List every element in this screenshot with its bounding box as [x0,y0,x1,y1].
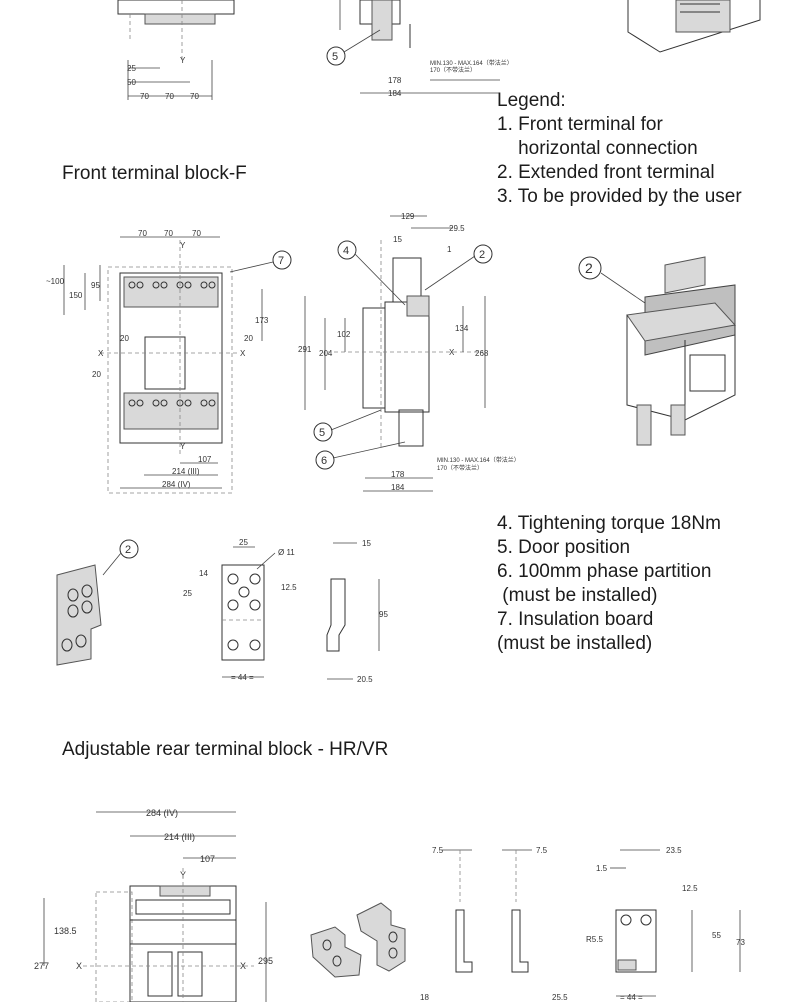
dim-12-5: 12.5 [281,583,297,592]
dim-107: 107 [200,854,215,864]
dim-138-5: 138.5 [54,926,77,936]
dim-55: 55 [712,931,721,940]
dim-15: 15 [362,539,371,548]
dim-70c: 70 [190,92,199,101]
dim-20c: 20 [92,370,101,379]
legend-title: Legend: [497,90,566,111]
dim-184: 184 [391,483,405,492]
legend-item-7-cont: (must be installed) [497,633,653,654]
callout-2: 2 [479,249,485,261]
legend-item-2: 2. Extended front terminal [497,162,715,183]
dim-25-5: 25.5 [552,993,568,1002]
dim-173: 173 [255,316,269,325]
dim-18: 18 [420,993,429,1002]
dim-7-5a: 7.5 [432,846,444,855]
legend-item-1: 1. Front terminal for [497,114,663,135]
note-170: 170（不带法兰） [430,66,476,74]
dim-7-5b: 7.5 [536,846,548,855]
dim-20-5: 20.5 [357,675,373,684]
svg-text:5: 5 [332,51,338,63]
dim-284: 284 (IV) [146,808,178,818]
dim-150: 150 [69,291,83,300]
note-170: 170（不带法兰） [437,464,483,472]
dim-95: 95 [91,281,100,290]
dim-204: 204 [319,349,333,358]
dim-277: 277 [34,961,49,971]
dim-23-5: 23.5 [666,846,682,855]
callout-2: 2 [125,544,131,556]
dim-20b: 20 [244,334,253,343]
dim-70b: 70 [165,92,174,101]
dim-295: 295 [258,956,273,966]
dim-178: 178 [388,76,402,85]
dim-44: = 44 = [620,993,643,1002]
legend-item-7: 7. Insulation board [497,609,654,630]
dim-73: 73 [736,938,745,947]
callout-5 [326,46,346,66]
dim-15: 15 [393,235,402,244]
legend-block: Legend: 1. Front terminal for horizontal… [497,89,742,209]
heading-front-terminal: Front terminal block-F [62,163,247,184]
dim-214: 214 (III) [164,832,195,842]
axis-x-right: X [240,349,246,358]
dim-214: 214 (III) [172,467,200,476]
dim-107: 107 [198,455,212,464]
dim-70a: 70 [140,92,149,101]
dim-14: 14 [199,569,208,578]
dim-d11: Ø 11 [278,548,295,557]
dim-100: ~100 [46,277,65,286]
axis-x: X [449,348,455,357]
dim-102: 102 [337,330,351,339]
dim-129: 129 [401,212,415,221]
axis-y: Y [180,56,186,65]
callout-2: 2 [585,260,593,276]
dim-70b: 70 [164,229,173,238]
heading-rear-terminal: Adjustable rear terminal block - HR/VR [62,739,389,760]
dim-25a: 25 [239,538,248,547]
axis-x-left: X [98,349,104,358]
axis-y-bottom: Y [180,442,186,451]
dim-r5-5: R5.5 [586,935,603,944]
dim-95: 95 [379,610,388,619]
legend-item-4: 4. Tightening torque 18Nm [497,513,721,534]
dim-178: 178 [391,470,405,479]
legend-item-3: 3. To be provided by the user [497,186,742,207]
callout-7: 7 [278,255,284,267]
dim-50: 50 [127,78,136,87]
min-max-note: MIN.130 - MAX.164（带法兰） [437,456,520,464]
axis-x-right: X [240,961,246,971]
min-max-note: MIN.130 - MAX.164（带法兰） [430,59,513,67]
legend-item-1-cont: horizontal connection [497,138,698,159]
dim-268: 268 [475,349,489,358]
dim-1: 1 [447,245,452,254]
legend-block-2: 4. Tightening torque 18Nm 5. Door positi… [497,512,721,656]
legend-item-5: 5. Door position [497,537,631,558]
dim-70c: 70 [192,229,201,238]
axis-x-left: X [76,961,82,971]
legend-item-6: 6. 100mm phase partition [497,561,712,582]
dim-20a: 20 [120,334,129,343]
dim-25b: 25 [183,589,192,598]
dim-134: 134 [455,324,469,333]
legend-item-6-cont: (must be installed) [497,585,658,606]
dim-284: 284 (IV) [162,480,191,489]
callout-6: 6 [321,455,327,467]
callout-4: 4 [343,245,349,257]
callout-5: 5 [319,427,325,439]
dim-12-5: 12.5 [682,884,698,893]
dim-184: 184 [388,89,402,98]
dim-70a: 70 [138,229,147,238]
dim-291: 291 [298,345,312,354]
axis-y-top: Y [180,241,186,250]
dim-25: 25 [127,64,136,73]
dim-29-5: 29.5 [449,224,465,233]
dim-44: = 44 = [231,673,254,682]
dim-1-5: 1.5 [596,864,608,873]
